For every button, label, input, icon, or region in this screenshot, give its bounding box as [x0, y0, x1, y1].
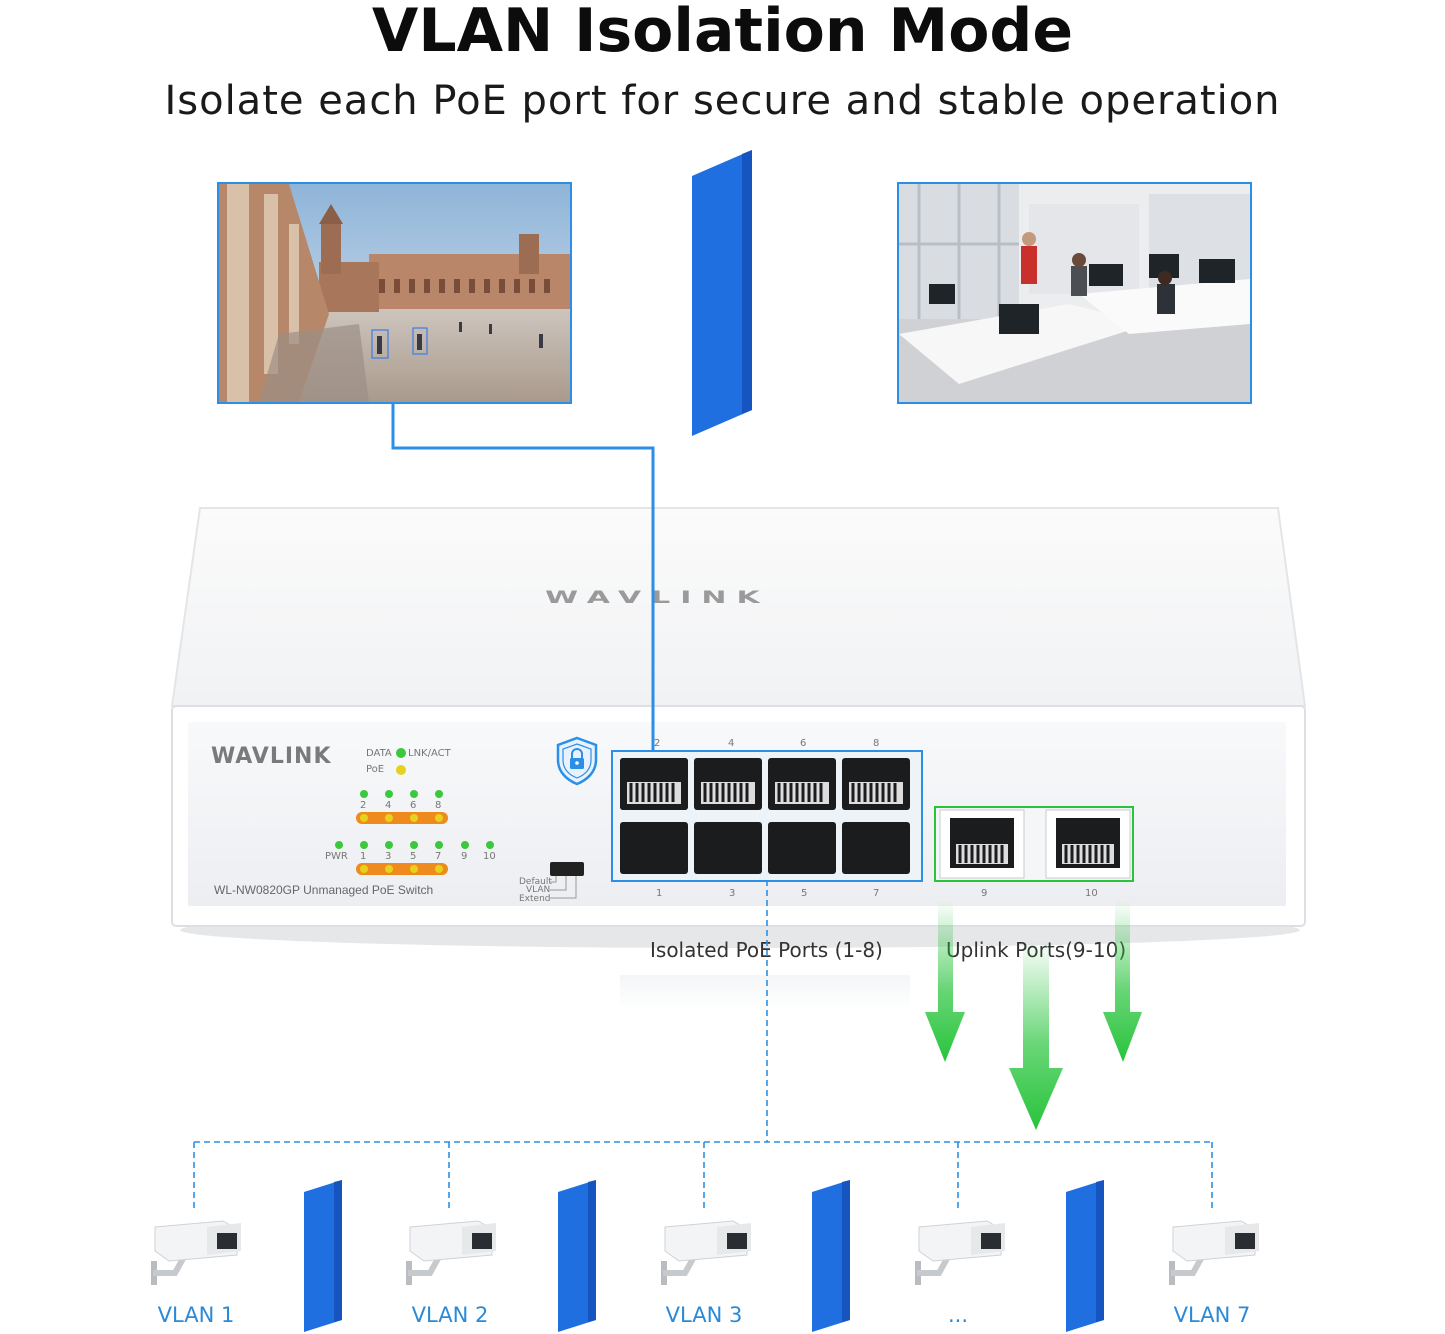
- vlan-link-line: [391, 402, 655, 750]
- led-number-1: 1: [360, 851, 367, 862]
- shield-lock-icon: [556, 736, 598, 786]
- vlan-label-3: VLAN 3: [665, 1303, 743, 1327]
- led-number-6: 6: [410, 800, 417, 811]
- office-photo: [897, 182, 1252, 404]
- security-camera-icon: [1169, 1220, 1259, 1285]
- port-number-8: 8: [873, 738, 880, 749]
- led-legend-poe: PoE: [366, 764, 385, 775]
- port-number-2: 2: [654, 738, 661, 749]
- security-camera-icon: [406, 1220, 496, 1285]
- mode-vlan-label: VLAN: [526, 885, 551, 895]
- security-camera-icon: [915, 1220, 1005, 1285]
- vlan-distribution-lines: [193, 880, 1213, 1210]
- led-panel: [335, 790, 494, 875]
- led-number-9: 9: [461, 851, 468, 862]
- port-number-5: 5: [801, 888, 808, 899]
- mode-switch[interactable]: [550, 862, 584, 876]
- mode-switch-lines: [550, 876, 577, 899]
- port-number-6: 6: [800, 738, 807, 749]
- isolation-barrier-1: [304, 1180, 342, 1332]
- poe-ports: [620, 758, 910, 874]
- led-legend-data: DATA: [366, 748, 392, 759]
- led-number-3: 3: [385, 851, 392, 862]
- mode-extend-label: Extend: [519, 894, 551, 904]
- switch-front-logo: WAVLINK: [211, 744, 332, 769]
- led-data-indicator: [396, 748, 406, 758]
- vlan-label-7: VLAN 7: [1173, 1303, 1251, 1327]
- uplink-arrows: [925, 900, 1142, 1130]
- port-number-3: 3: [729, 888, 736, 899]
- port-number-7: 7: [873, 888, 880, 899]
- isolation-barrier-top: [692, 150, 752, 436]
- led-number-8: 8: [435, 800, 442, 811]
- vlan-label-ellipsis: ...: [947, 1303, 969, 1327]
- led-pwr-label: PWR: [325, 851, 348, 862]
- switch-model-label: WL-NW0820GP Unmanaged PoE Switch: [214, 883, 434, 897]
- port-number-10: 10: [1085, 888, 1098, 899]
- led-number-10: 10: [483, 851, 496, 862]
- vlan-label-2: VLAN 2: [411, 1303, 489, 1327]
- led-number-2: 2: [360, 800, 367, 811]
- security-camera-icon: [151, 1220, 241, 1285]
- led-number-5: 5: [410, 851, 417, 862]
- led-legend-lnk-act: LNK/ACT: [408, 748, 451, 759]
- led-number-7: 7: [435, 851, 442, 862]
- plaza-photo: [217, 182, 572, 404]
- mode-default-label: Default: [519, 877, 552, 887]
- port-number-4: 4: [728, 738, 735, 749]
- isolation-barrier-4: [1066, 1180, 1104, 1332]
- vlan-label-1: VLAN 1: [157, 1303, 235, 1327]
- led-number-4: 4: [385, 800, 392, 811]
- led-poe-indicator: [396, 765, 406, 775]
- switch-reflection: [620, 975, 910, 1011]
- isolation-barrier-2: [558, 1180, 596, 1332]
- security-camera-icon: [661, 1220, 751, 1285]
- poe-switch-device: [170, 507, 1307, 948]
- isolation-barrier-3: [812, 1180, 850, 1332]
- port-number-9: 9: [981, 888, 988, 899]
- port-number-1: 1: [656, 888, 663, 899]
- page-title: VLAN Isolation Mode: [371, 0, 1074, 66]
- page-subtitle: Isolate each PoE port for secure and sta…: [164, 78, 1281, 124]
- uplink-ports: [939, 809, 1131, 879]
